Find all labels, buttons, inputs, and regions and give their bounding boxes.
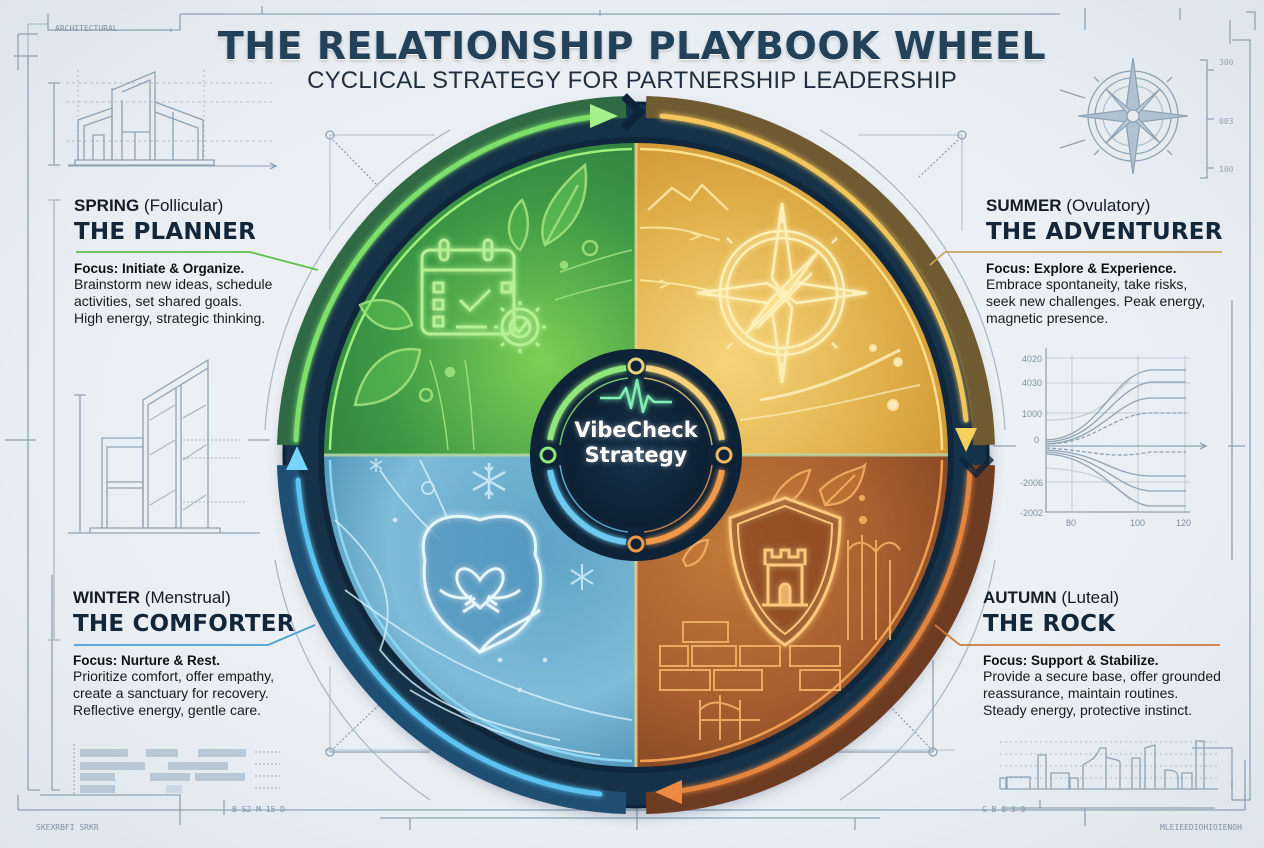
autumn-description: Provide a secure base, offer grounded re… [983,668,1243,719]
winter-desc-line: create a sanctuary for recovery. [73,685,269,701]
bottom-left-label: SKEXRBFI SRKR [36,823,99,832]
spring-panel: SPRING (Follicular) THE PLANNER Focus: I… [74,196,334,327]
spring-desc-line: activities, set shared goals. [74,293,243,309]
bottom-right-code: G B G 3 9 [982,805,1026,814]
summer-role: THE ADVENTURER [986,219,1223,245]
winter-phase: (Menstrual) [144,588,231,607]
winter-desc-line: Reflective energy, gentle care. [73,702,262,718]
graph-ytick-5: -2002 [1020,508,1043,518]
graph-ytick-3: 0 [1034,435,1039,445]
winter-connector [74,624,316,646]
graph-xtick-1: 100 [1130,518,1145,528]
summer-phase: (Ovulatory) [1066,196,1151,215]
bottom-right-label: MLEIEEDIOHIOIENOH [1160,823,1242,832]
autumn-arrowhead [655,780,682,804]
center-label-line1: VibeCheck [574,418,698,442]
spring-decor [353,162,633,451]
hug-heart-icon [421,514,543,654]
summer-description: Embrace spontaneity, take risks, seek ne… [986,276,1246,327]
graph-ytick-0: 4020 [1022,354,1042,364]
calendar-gear-icon [420,238,546,353]
spring-connector [76,251,319,271]
autumn-focus: Focus: Support & Stabilize. [983,653,1159,668]
bottom-left-code: B S2 M 15 D [232,805,285,814]
graph-xtick-0: 80 [1066,518,1076,528]
summer-arrowhead [955,428,977,452]
autumn-season: AUTUMN [983,588,1057,607]
snowflake-icon [570,564,594,590]
spring-description: Brainstorm new ideas, schedule activitie… [74,276,334,327]
autumn-desc-line: Provide a secure base, offer grounded [983,668,1221,684]
shield-tower-icon [728,496,842,647]
autumn-connector [934,624,1220,646]
winter-season: WINTER [73,588,141,607]
spring-role: THE PLANNER [74,219,257,245]
autumn-phase: (Luteal) [1061,588,1120,607]
compass-tick-100: 100 [1219,165,1234,174]
graph-ytick-2: 1000 [1022,409,1042,419]
compass-icon [696,202,868,384]
winter-desc-line: Prioritize comfort, offer empathy, [73,668,274,684]
spring-phase: (Follicular) [143,196,224,215]
snowflake-icon [472,463,506,499]
winter-role: THE COMFORTER [73,611,295,637]
center-label-line2: Strategy [584,443,688,467]
compass-tick-003: 003 [1219,117,1234,126]
autumn-desc-line: reassurance, maintain routines. [983,685,1179,701]
winter-panel: WINTER (Menstrual) THE COMFORTER Focus: … [73,588,333,719]
summer-desc-line: seek new challenges. Peak energy, [986,293,1206,309]
spring-season: SPRING [74,196,140,215]
graph-xtick-2: 120 [1176,518,1191,528]
architectural-label: ARCHITECTURAL [55,24,118,33]
autumn-season-label: AUTUMN (Luteal) [983,588,1243,608]
summer-desc-line: magnetic presence. [986,310,1109,326]
heartbeat-pulse-icon [600,378,672,414]
winter-description: Prioritize comfort, offer empathy, creat… [73,668,333,719]
autumn-panel: AUTUMN (Luteal) THE ROCK Focus: Support … [983,588,1243,719]
graph-ytick-4: -2006 [1020,478,1043,488]
autumn-role: THE ROCK [983,611,1116,637]
autumn-desc-line: Steady energy, protective instinct. [983,702,1193,718]
winter-arrowhead [286,446,308,470]
summer-focus: Focus: Explore & Experience. [986,261,1177,276]
winter-focus: Focus: Nurture & Rest. [73,653,221,668]
spring-season-label: SPRING (Follicular) [74,196,334,216]
spring-desc-line: High energy, strategic thinking. [74,310,266,326]
spring-arrowhead [590,104,618,128]
autumn-decor [659,461,901,740]
spring-desc-line: Brainstorm new ideas, schedule [74,276,273,292]
summer-season: SUMMER [986,196,1062,215]
summer-decor [639,183,921,421]
compass-tick-300: 300 [1219,58,1234,67]
summer-desc-line: Embrace spontaneity, take risks, [986,276,1188,292]
summer-season-label: SUMMER (Ovulatory) [986,196,1246,216]
page-title: THE RELATIONSHIP PLAYBOOK WHEEL [217,24,1047,68]
spring-focus: Focus: Initiate & Organize. [74,261,245,276]
winter-season-label: WINTER (Menstrual) [73,588,333,608]
page-subtitle: CYCLICAL STRATEGY FOR PARTNERSHIP LEADER… [307,67,957,94]
center-label: VibeCheck Strategy [536,418,736,468]
graph-ytick-1: 4030 [1022,378,1042,388]
summer-panel: SUMMER (Ovulatory) THE ADVENTURER Focus:… [986,196,1246,327]
